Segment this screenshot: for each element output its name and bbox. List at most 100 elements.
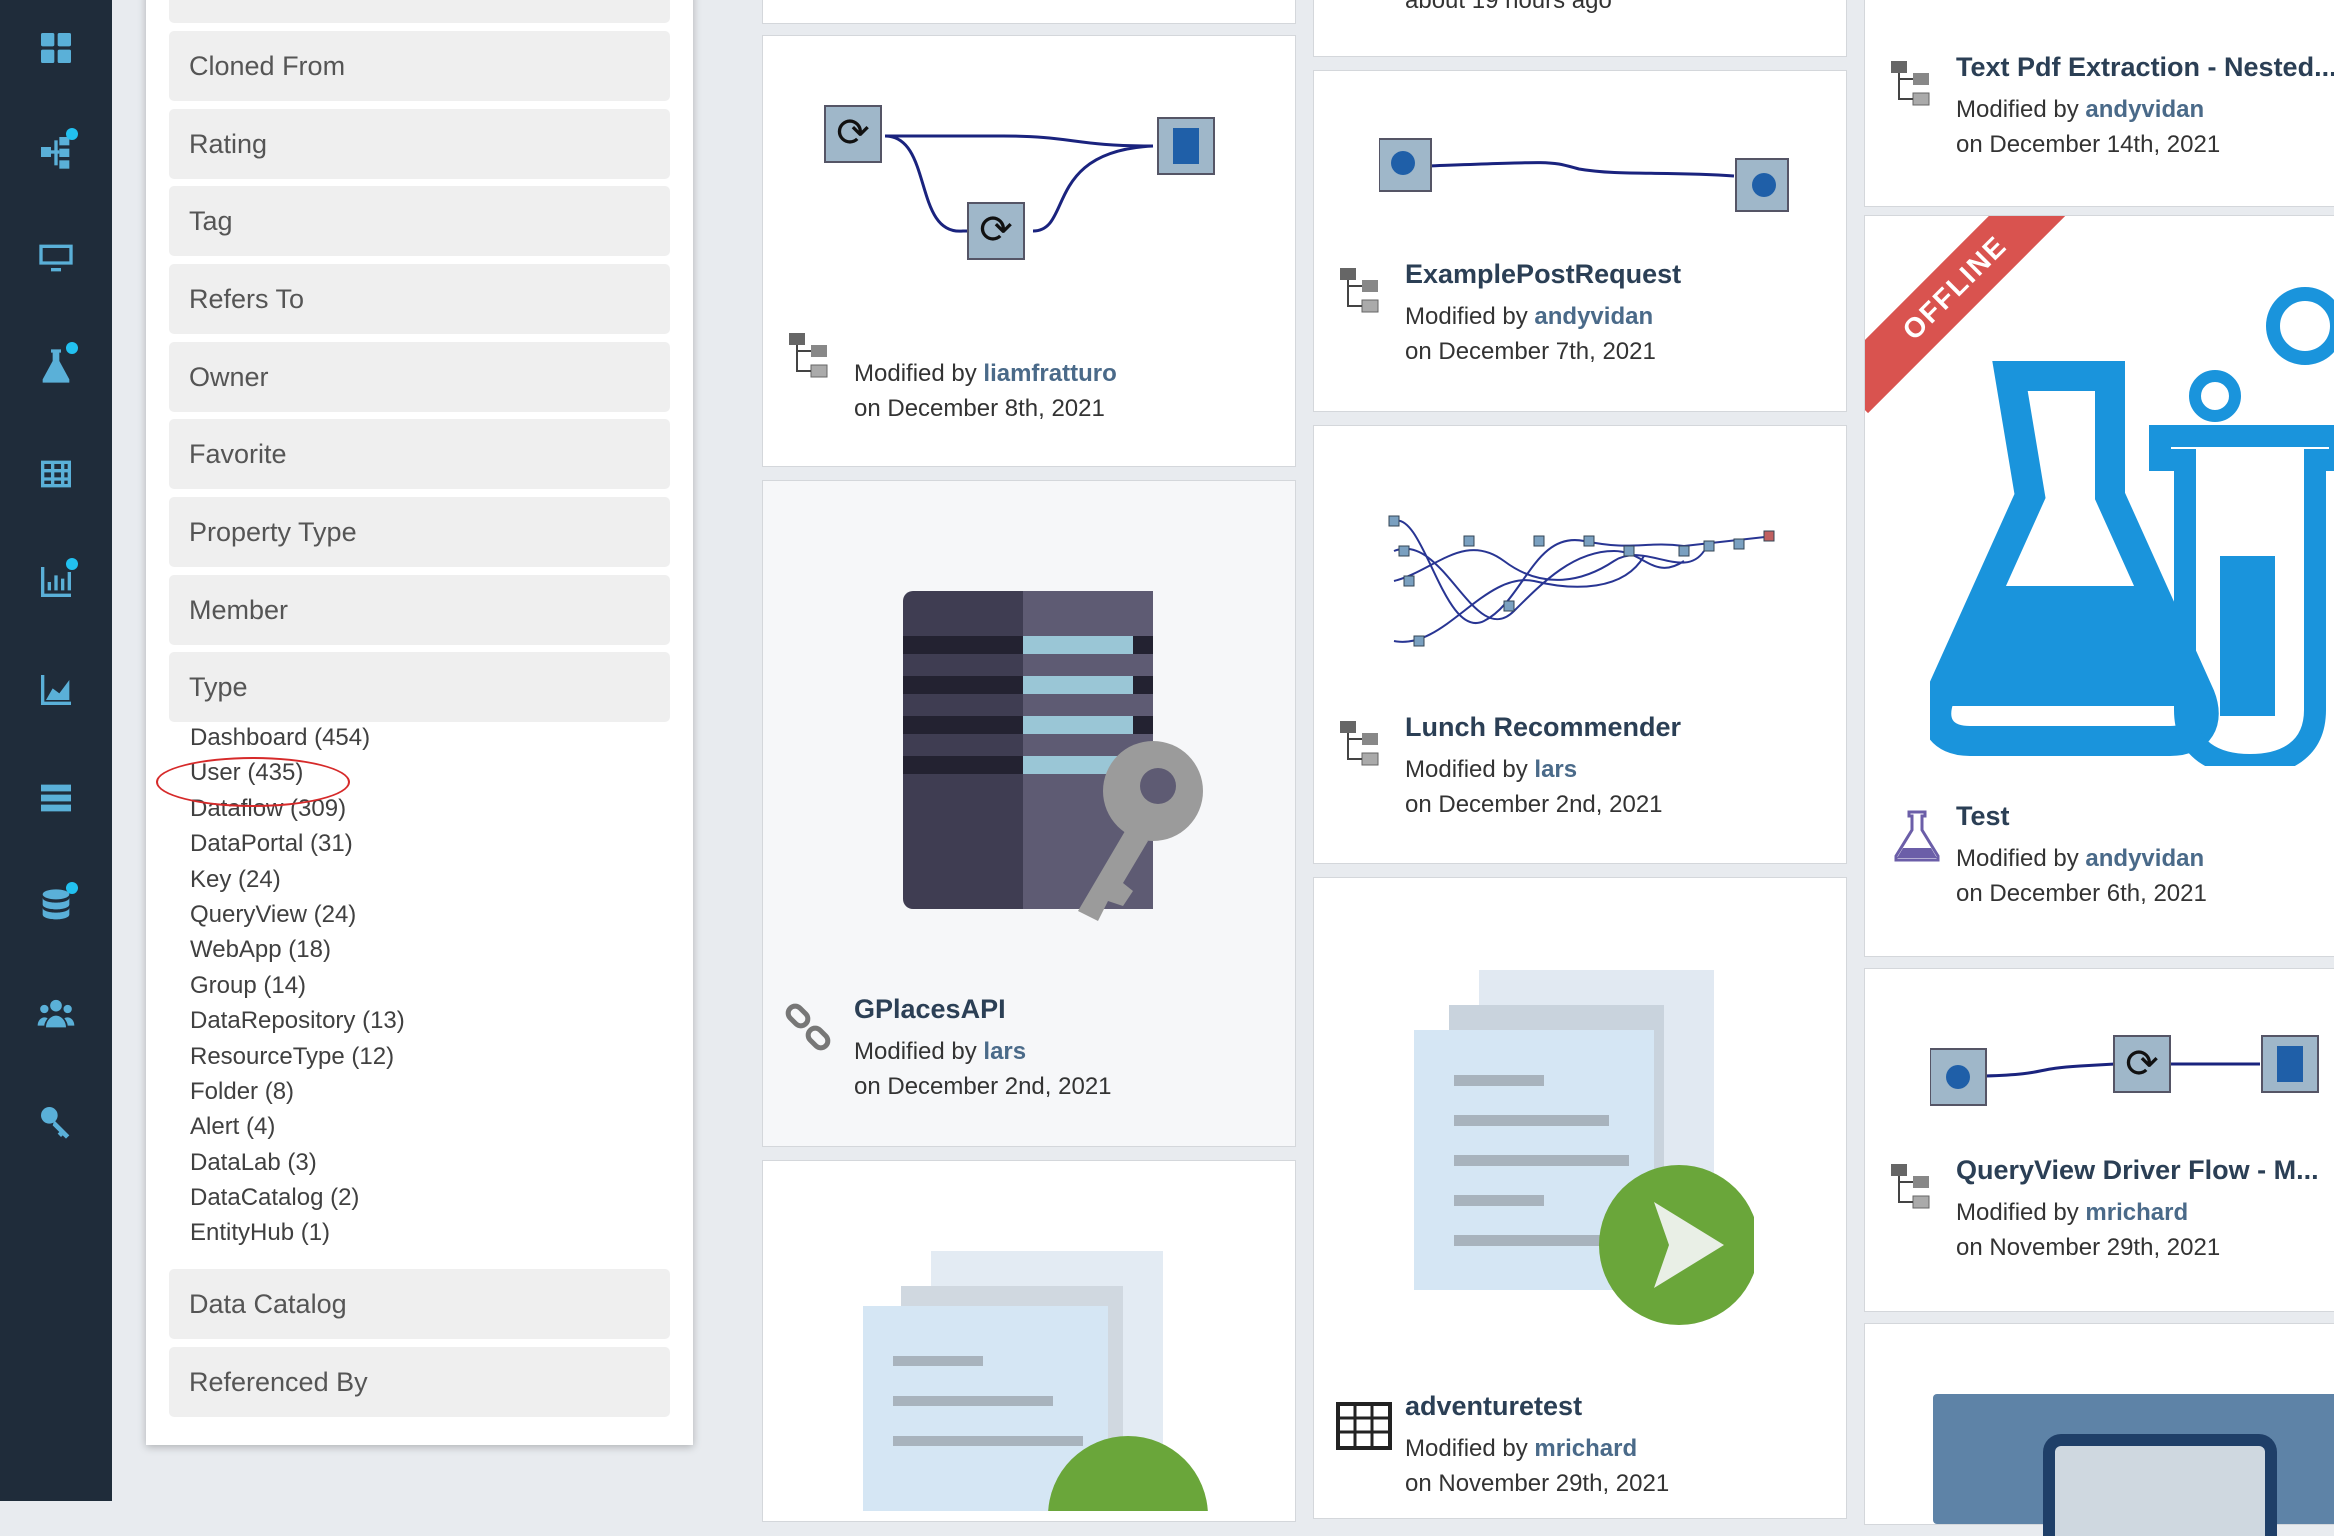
modified-date: on December 6th, 2021 [1956,880,2207,907]
dataflow-thumbnail [1379,138,1789,212]
type-option-datacatalog[interactable]: DataCatalog (2) [190,1184,360,1212]
filter-section-data-catalog[interactable]: Data Catalog [169,1269,670,1339]
modified-by-label: Modified by [1405,1435,1535,1462]
card-adventuretest[interactable]: adventuretest Modified by mrichard on Nov… [1313,877,1847,1519]
owner-link[interactable]: mrichard [2085,1199,2189,1226]
link-icon [785,1003,831,1051]
filter-section-favorite[interactable]: Favorite [169,419,670,489]
modified-by-label: Modified by [854,1038,984,1065]
lab-flask-icon[interactable] [30,340,82,392]
owner-link[interactable]: mrichard [1534,1435,1638,1462]
filter-section-referenced-by[interactable]: Referenced By [169,1347,670,1417]
type-option-alert[interactable]: Alert (4) [190,1113,276,1141]
grid-icon[interactable] [30,22,82,74]
modified-by-label: Modified by [854,360,984,387]
filter-section-refers-to[interactable]: Refers To [169,264,670,334]
key-icon[interactable] [30,1096,82,1148]
owner-link[interactable]: lars [983,1038,1027,1065]
modified-date: on December 7th, 2021 [1405,338,1656,365]
database-icon[interactable] [30,880,82,932]
lab-flask-thumbnail [1930,287,2334,766]
modified-by-label: Modified by [1956,1199,2086,1226]
type-option-webapp[interactable]: WebApp (18) [190,936,331,964]
card-title[interactable]: Test [1956,801,2010,831]
bar-chart-icon[interactable] [30,556,82,608]
filter-section-tag[interactable]: Tag [169,186,670,256]
filter-section-cloned-from[interactable]: Cloned From [169,31,670,101]
server-icon[interactable] [30,772,82,824]
card-gplacesapi[interactable]: GPlacesAPI Modified by lars on December 2… [762,480,1296,1147]
group-icon[interactable] [30,988,82,1040]
svg-text:⟳: ⟳ [979,207,1013,253]
main-navigation [0,0,112,1501]
notification-dot [66,128,78,140]
notification-dot [66,558,78,570]
modified-date: on December 8th, 2021 [854,395,1105,422]
card-partial-top[interactable]: about 19 hours ago [1313,0,1847,57]
card-title[interactable]: QueryView Driver Flow - M... [1956,1155,2319,1185]
filter-section-rating[interactable]: Rating [169,109,670,179]
card-title[interactable]: Text Pdf Extraction - Nested... [1956,52,2334,82]
dataflow-thumbnail: ⟳ ⟳ [824,105,1215,260]
owner-link[interactable]: andyvidan [1534,303,1654,330]
highlight-annotation [156,757,350,807]
card-partial[interactable] [762,0,1296,24]
card-dataflow-liamfratturo[interactable]: ⟳ ⟳ Modified by liamfratturo on December … [762,35,1296,467]
card-meta: Modified by andyvidan on December 6th, 20… [1956,841,2207,911]
dataflow-type-icon [1340,268,1379,313]
type-option-datalab[interactable]: DataLab (3) [190,1148,317,1176]
key-resource-thumbnail [903,591,1203,921]
lab-type-icon [1894,810,1940,862]
card-examplepostrequest[interactable]: ExamplePostRequest Modified by andyvidan… [1313,70,1847,412]
card-title[interactable]: ExamplePostRequest [1405,259,1682,289]
dataflow-type-icon [1340,721,1379,766]
type-option-resourcetype[interactable]: ResourceType (12) [190,1042,395,1070]
notification-dot [66,342,78,354]
type-option-datarepository[interactable]: DataRepository (13) [190,1007,405,1035]
filter-section-member[interactable]: Member [169,575,670,645]
type-option-folder[interactable]: Folder (8) [190,1077,295,1105]
card-title[interactable]: adventuretest [1405,1391,1583,1421]
area-chart-icon[interactable] [30,664,82,716]
svg-text:⟳: ⟳ [2125,1041,2159,1087]
filter-section-owner[interactable]: Owner [169,342,670,412]
card-document-partial[interactable] [762,1160,1296,1522]
type-option-entityhub[interactable]: EntityHub (1) [190,1219,331,1247]
modified-date: on December 2nd, 2021 [854,1073,1112,1100]
filter-section-type[interactable]: Type [169,652,670,722]
card-partial-bottom[interactable] [1864,1323,2334,1536]
filter-panel: Cloned From Rating Tag Refers To Owner F… [146,0,693,1445]
type-option-key[interactable]: Key (24) [190,865,281,893]
dataflow-type-icon [1891,61,1930,106]
svg-text:⟳: ⟳ [836,110,870,156]
dataflow-icon[interactable] [30,126,82,178]
table-type-icon [1336,1402,1392,1450]
filter-section-collapsed[interactable] [169,0,670,23]
owner-link[interactable]: liamfratturo [983,360,1117,387]
card-queryview-driver-flow[interactable]: ⟳ QueryView Driver Flow - M... Modified … [1864,968,2334,1312]
modified-by-label: Modified by [1956,96,2086,123]
type-option-group[interactable]: Group (14) [190,971,307,999]
document-thumbnail [863,1251,1208,1511]
card-title[interactable]: GPlacesAPI [854,994,1006,1024]
modified-date: on November 29th, 2021 [1405,1470,1670,1497]
modified-by-label: Modified by [1405,303,1535,330]
filter-section-property-type[interactable]: Property Type [169,497,670,567]
dataflow-type-icon [789,333,828,378]
modified-by-label: Modified by [1956,845,2086,872]
card-title[interactable]: Lunch Recommender [1405,712,1682,742]
owner-link[interactable]: andyvidan [2085,845,2205,872]
owner-link[interactable]: lars [1534,756,1578,783]
type-option-dataportal[interactable]: DataPortal (31) [190,830,353,858]
card-text-pdf-extraction[interactable]: Text Pdf Extraction - Nested... Modified… [1864,0,2334,207]
owner-link[interactable]: andyvidan [2085,96,2205,123]
type-option-queryview[interactable]: QueryView (24) [190,900,357,928]
monitor-icon[interactable] [30,232,82,284]
table-icon[interactable] [30,448,82,500]
modified-date: on December 2nd, 2021 [1405,791,1663,818]
card-meta: Modified by andyvidan on December 7th, 20… [1405,299,1656,369]
type-option-dashboard[interactable]: Dashboard (454) [190,724,371,751]
